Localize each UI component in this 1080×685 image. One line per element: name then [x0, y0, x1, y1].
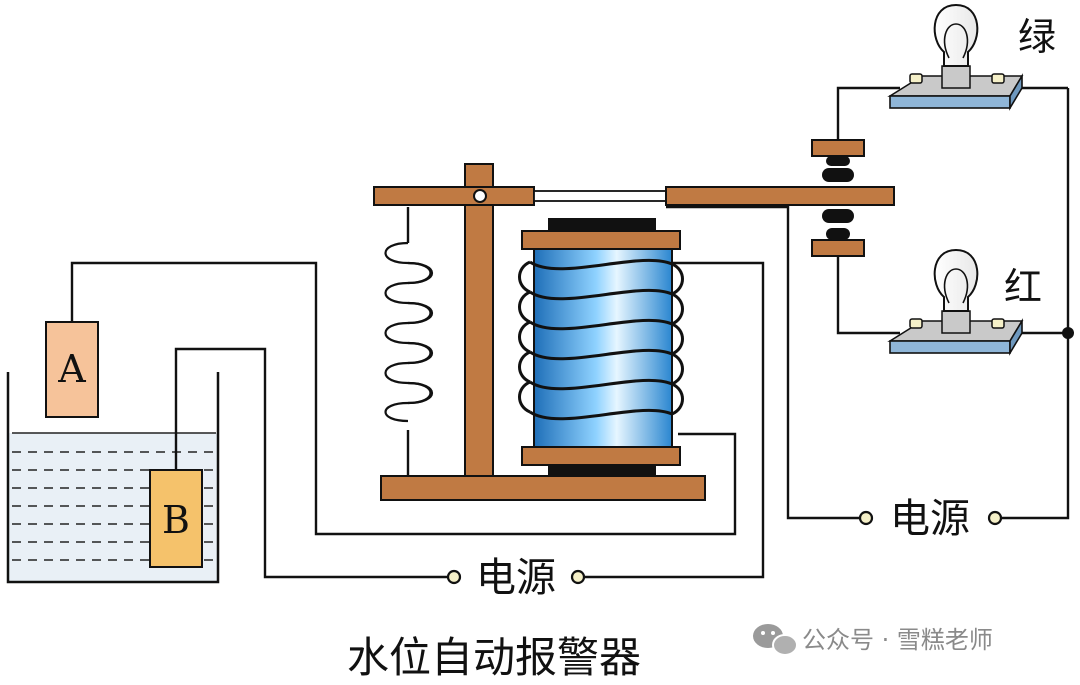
relay [373, 163, 895, 501]
green-lamp-label: 绿 [1018, 15, 1056, 59]
armature-right [665, 186, 895, 206]
upper-contact-plate [811, 139, 865, 157]
diagram-caption: 水位自动报警器 [347, 633, 641, 682]
lower-contact-plate [811, 239, 865, 257]
red-lamp: 红 [887, 248, 1042, 356]
green-lamp: 绿 [887, 3, 1056, 111]
core-top [548, 218, 656, 232]
terminal-icon [858, 510, 874, 526]
right-power-supply: 电源 [858, 496, 1003, 542]
spring [384, 241, 432, 423]
right-power-label: 电源 [890, 496, 970, 542]
electrode-b: B [149, 469, 203, 568]
electrode-b-label: B [162, 498, 190, 542]
relay-base [380, 475, 706, 501]
terminal-icon [446, 569, 462, 585]
wechat-icon [753, 624, 798, 656]
contact-points [822, 156, 854, 240]
water-surface-lines [12, 432, 216, 561]
watermark-text: 公众号 · 雪糕老师 [802, 626, 993, 654]
left-power-label: 电源 [476, 555, 556, 601]
armature-left [373, 186, 535, 206]
left-power-supply: 电源 [446, 555, 586, 601]
relay-post [464, 163, 494, 477]
wires [70, 86, 1070, 579]
electrode-a-label: A [57, 347, 86, 391]
pivot [473, 189, 487, 203]
watermark: 公众号 · 雪糕老师 [753, 624, 993, 656]
coil-winding [518, 258, 684, 421]
electrode-a: A [45, 321, 99, 418]
coil-flange-top [521, 230, 681, 250]
container-walls [6, 372, 220, 584]
core-bottom [548, 464, 656, 476]
contacts [811, 139, 865, 257]
junction-dot [1062, 327, 1074, 339]
armature-link [533, 190, 667, 202]
terminal-icon [987, 510, 1003, 526]
coil-flange-bottom [521, 446, 681, 466]
terminal-icon [570, 569, 586, 585]
red-lamp-label: 红 [1004, 265, 1042, 309]
